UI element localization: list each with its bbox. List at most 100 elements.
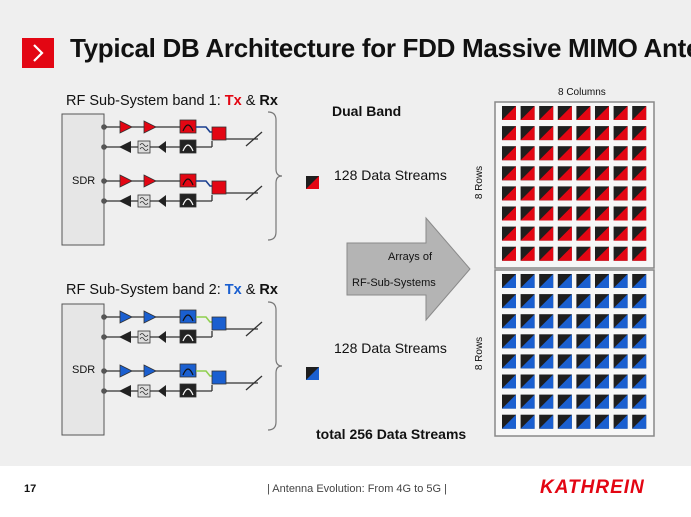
dual-band-label: Dual Band bbox=[332, 103, 402, 119]
band1-element-triangle bbox=[502, 226, 516, 241]
band1-label: RF Sub-System band 1: Tx & Rx bbox=[66, 93, 278, 109]
band1-element-triangle bbox=[613, 246, 628, 261]
band2-element-triangle bbox=[632, 334, 647, 349]
band1-element-triangle bbox=[502, 166, 516, 181]
band2-element-triangle bbox=[502, 374, 516, 389]
band1-wave-icon bbox=[139, 197, 149, 205]
band2-filter-curve bbox=[182, 388, 194, 396]
band1-element-triangle bbox=[576, 126, 591, 141]
band2-element-triangle bbox=[632, 394, 647, 409]
architecture-diagram bbox=[61, 101, 655, 437]
sdr-label-band1: SDR bbox=[72, 175, 96, 187]
band1-rx-amp-icon bbox=[119, 195, 131, 207]
band2-element-triangle bbox=[539, 334, 554, 349]
band2-element-triangle bbox=[502, 354, 516, 369]
band2-array bbox=[494, 269, 655, 437]
band1-element-triangle bbox=[520, 166, 535, 181]
band2-element-triangle bbox=[632, 294, 647, 309]
band1-element-triangle bbox=[502, 186, 516, 201]
band2-element-triangle bbox=[557, 274, 572, 288]
band1-element-triangle bbox=[595, 226, 609, 241]
band1-subsystem bbox=[61, 111, 283, 246]
sdr-label-band2: SDR bbox=[72, 364, 96, 376]
band2-tx-filter-icon bbox=[179, 363, 197, 378]
band1-element-triangle bbox=[632, 106, 647, 120]
band2-filter-curve bbox=[182, 368, 194, 376]
band1-element-triangle bbox=[595, 106, 609, 120]
band2-element-triangle bbox=[613, 274, 628, 288]
band2-element-triangle bbox=[595, 354, 609, 369]
band2-element-triangle bbox=[557, 354, 572, 369]
band2-element-triangle bbox=[502, 314, 516, 329]
band2-element-triangle bbox=[576, 314, 591, 329]
columns-label: 8 Columns bbox=[558, 87, 606, 98]
band1-element-triangle bbox=[557, 186, 572, 201]
stream-symbol-band1-triangle bbox=[306, 176, 319, 189]
band2-rx-filter-icon bbox=[179, 329, 197, 344]
page-number: 17 bbox=[24, 483, 37, 495]
band1-tx-amp-icon bbox=[143, 174, 157, 188]
band1-element-triangle bbox=[632, 246, 647, 261]
band1-rx-amp-icon bbox=[119, 141, 131, 153]
band1-element-triangle bbox=[595, 186, 609, 201]
band2-subsystem bbox=[61, 301, 283, 436]
band1-element-triangle bbox=[613, 186, 628, 201]
band1-element-triangle bbox=[576, 226, 591, 241]
band2-element-triangle bbox=[576, 394, 591, 409]
band2-element-triangle bbox=[520, 354, 535, 369]
band1-antenna-icon bbox=[245, 131, 263, 147]
band2-element-triangle bbox=[557, 374, 572, 389]
band2-element-triangle bbox=[539, 394, 554, 409]
band1-element-triangle bbox=[632, 186, 647, 201]
band2-element-triangle bbox=[520, 414, 535, 429]
band2-wave-icon bbox=[139, 333, 149, 341]
footer-bar bbox=[0, 466, 691, 517]
data-streams-band2: 128 Data Streams bbox=[334, 340, 447, 356]
band1-element-triangle bbox=[632, 206, 647, 221]
band2-element-triangle bbox=[576, 274, 591, 288]
band2-duplexer-icon bbox=[211, 370, 227, 385]
band1-element-triangle bbox=[539, 106, 554, 120]
band2-element-triangle bbox=[613, 374, 628, 389]
band2-element-triangle bbox=[520, 334, 535, 349]
big-arrow bbox=[346, 216, 471, 322]
band2-port-dot bbox=[101, 334, 107, 340]
band1-filter-curve bbox=[182, 198, 194, 206]
band2-element-triangle bbox=[632, 374, 647, 389]
band1-element-triangle bbox=[613, 226, 628, 241]
band2-antenna-icon bbox=[245, 321, 263, 337]
band2-rx-amp-icon bbox=[158, 331, 166, 343]
band1-filter-curve bbox=[182, 124, 194, 132]
band1-element-triangle bbox=[502, 126, 516, 141]
band2-element-triangle bbox=[539, 374, 554, 389]
band1-port-dot bbox=[101, 198, 107, 204]
band1-element-triangle bbox=[539, 186, 554, 201]
band2-tx-filter-icon bbox=[179, 309, 197, 324]
band1-element-triangle bbox=[576, 206, 591, 221]
band2-sdr-box bbox=[61, 303, 105, 436]
band1-element-triangle bbox=[595, 146, 609, 161]
band2-element-triangle bbox=[576, 334, 591, 349]
band2-element-triangle bbox=[557, 394, 572, 409]
band1-element-triangle bbox=[576, 106, 591, 120]
band1-element-triangle bbox=[520, 186, 535, 201]
band1-tx-amp-icon bbox=[119, 174, 133, 188]
band2-element-triangle bbox=[502, 334, 516, 349]
band2-element-triangle bbox=[613, 334, 628, 349]
kathrein-logo: KATHREIN bbox=[540, 477, 645, 498]
band2-element-triangle bbox=[632, 274, 647, 288]
page-title: Typical DB Architecture for FDD Massive … bbox=[70, 33, 691, 63]
band1-element-triangle bbox=[539, 146, 554, 161]
band2-element-triangle bbox=[539, 294, 554, 309]
band1-element-triangle bbox=[557, 246, 572, 261]
band1-element-triangle bbox=[613, 206, 628, 221]
band2-duplexer-icon bbox=[211, 316, 227, 331]
band1-element-triangle bbox=[539, 166, 554, 181]
band2-element-triangle bbox=[557, 414, 572, 429]
band1-element-triangle bbox=[557, 206, 572, 221]
arrow-label-line2: RF-Sub-Systems bbox=[352, 277, 436, 289]
band2-element-triangle bbox=[576, 294, 591, 309]
band1-rx-amp-icon bbox=[158, 195, 166, 207]
band2-element-triangle bbox=[595, 294, 609, 309]
